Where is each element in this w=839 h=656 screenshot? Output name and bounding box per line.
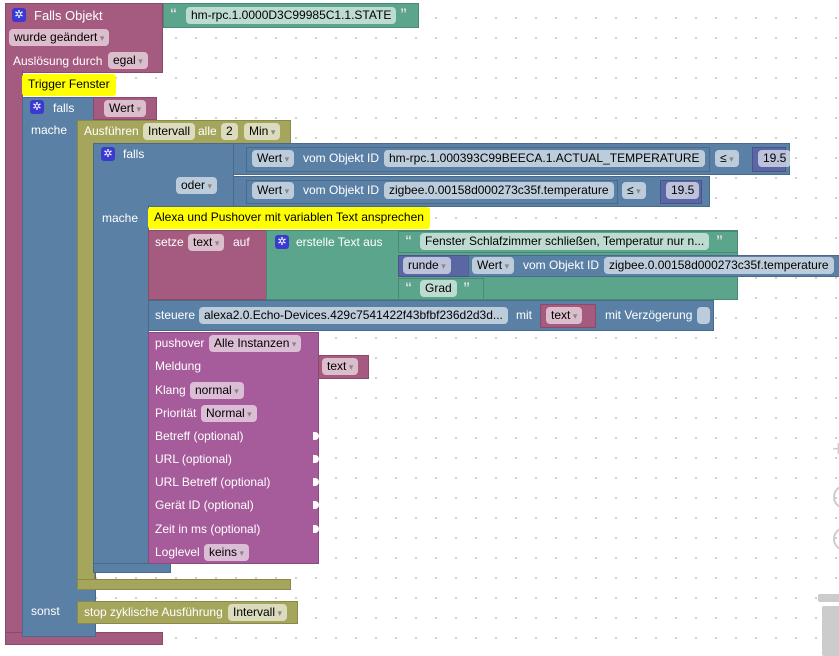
trash-icon[interactable]	[818, 594, 839, 656]
create-text-label: erstelle Text aus	[296, 235, 383, 249]
trigger-title: Falls Objekt	[34, 8, 103, 23]
pushover-label: pushover	[155, 336, 205, 350]
comment-alexa-pushover[interactable]: Alexa und Pushover mit variablen Text an…	[148, 207, 430, 229]
cond1-of: vom Objekt ID	[303, 151, 380, 165]
close-quote-icon: ”	[716, 232, 723, 248]
control-label: steuere	[155, 308, 196, 322]
cond1-object-id[interactable]: hm-rpc.1.000393C99BEECA.1.ACTUAL_TEMPERA…	[384, 150, 705, 167]
set-to: auf	[233, 235, 250, 249]
interval-every: alle	[198, 124, 217, 138]
gear-icon[interactable]: ✲	[275, 235, 289, 249]
gear-icon[interactable]: ✲	[12, 8, 26, 22]
open-quote-icon: “	[405, 232, 412, 248]
if1-else-label: sonst	[31, 604, 60, 618]
interval-label: Ausführen	[84, 124, 139, 138]
round-dropdown[interactable]: runde	[403, 257, 451, 274]
sound-label: Klang	[155, 383, 186, 397]
cond1-value[interactable]: 19.5	[758, 150, 792, 167]
message-label: Meldung	[155, 359, 202, 373]
set-var-dropdown[interactable]: text	[188, 234, 225, 251]
round-object-id[interactable]: zigbee.0.00158d000273c35f.temperature	[604, 257, 834, 274]
source-label: Auslösung durch	[13, 54, 103, 68]
gear-icon[interactable]: ✲	[101, 147, 115, 161]
subject-label: Betreff (optional)	[155, 429, 244, 443]
pushover-block[interactable]	[148, 332, 319, 564]
if2-label: falls	[123, 147, 145, 161]
zoom-reset-icon[interactable]	[833, 527, 839, 551]
interval-amount[interactable]: 2	[221, 123, 238, 140]
zoom-out-icon[interactable]	[833, 485, 839, 509]
open-quote-icon: “	[170, 5, 177, 21]
cond2-object-id[interactable]: zigbee.0.00158d000273c35f.temperature	[384, 182, 614, 199]
cond2-value[interactable]: 19.5	[666, 182, 700, 199]
pushover-instance-dropdown[interactable]: Alle Instanzen	[209, 335, 302, 352]
sound-dropdown[interactable]: normal	[190, 382, 244, 399]
text-string-2[interactable]: Grad	[420, 280, 457, 297]
trash-lid	[818, 594, 839, 602]
loglevel-label: Loglevel	[155, 545, 200, 559]
trigger-object-id[interactable]: hm-rpc.1.0000D3C99985C1.1.STATE	[186, 7, 397, 24]
cond1-prop-dropdown[interactable]: Wert	[252, 150, 295, 167]
if2-do-label: mache	[102, 211, 139, 225]
subject-input-socket[interactable]	[313, 432, 319, 440]
close-quote-icon: ”	[463, 279, 470, 295]
stop-name-dropdown[interactable]: Intervall	[228, 604, 288, 621]
if2-spine	[93, 205, 149, 573]
control-var-dropdown[interactable]: text	[546, 307, 583, 324]
trash-body	[822, 606, 839, 656]
trigger-block-spine	[5, 70, 23, 645]
source-dropdown[interactable]: egal	[108, 52, 148, 69]
if1-label: falls	[53, 101, 75, 115]
trigger-mode-dropdown[interactable]: wurde geändert	[9, 29, 110, 46]
ttl-label: Zeit in ms (optional)	[155, 522, 261, 536]
url-title-label: URL Betreff (optional)	[155, 475, 271, 489]
delay-checkbox[interactable]	[697, 307, 710, 324]
gear-icon[interactable]: ✲	[30, 100, 44, 114]
if-block-2[interactable]	[93, 143, 234, 207]
ttl-input-socket[interactable]	[313, 525, 319, 533]
message-var-dropdown[interactable]: text	[322, 358, 359, 375]
if1-do-label: mache	[31, 123, 68, 137]
text-string-1[interactable]: Fenster Schlafzimmer schließen, Temperat…	[420, 233, 710, 250]
interval-name[interactable]: Intervall	[143, 123, 196, 140]
open-quote-icon: “	[405, 279, 412, 295]
if2-bottom	[93, 563, 171, 573]
cond2-operator-dropdown[interactable]: ≤	[622, 182, 646, 199]
control-object-id[interactable]: alexa2.0.Echo-Devices.429c7541422f43bfbf…	[199, 307, 508, 324]
interval-unit-dropdown[interactable]: Min	[244, 123, 281, 140]
set-label: setze	[155, 235, 184, 249]
control-delay: mit Verzögerung	[605, 308, 693, 322]
round-prop-dropdown[interactable]: Wert	[472, 257, 515, 274]
stop-label: stop zyklische Ausführung	[84, 605, 223, 619]
url-input-socket[interactable]	[313, 455, 319, 463]
control-with: mit	[516, 308, 532, 322]
or-dropdown[interactable]: oder	[176, 177, 218, 194]
device-input-socket[interactable]	[313, 501, 319, 509]
loglevel-dropdown[interactable]: keins	[204, 544, 250, 561]
cond2-prop-dropdown[interactable]: Wert	[252, 182, 295, 199]
priority-label: Priorität	[155, 406, 197, 420]
value-dropdown[interactable]: Wert	[104, 100, 147, 117]
round-of: vom Objekt ID	[523, 258, 600, 272]
comment-trigger-fenster[interactable]: Trigger Fenster	[22, 74, 116, 96]
interval-bottom	[77, 579, 291, 590]
cond2-of: vom Objekt ID	[303, 183, 380, 197]
priority-dropdown[interactable]: Normal	[201, 405, 257, 422]
device-label: Gerät ID (optional)	[155, 498, 254, 512]
close-quote-icon: ”	[400, 5, 407, 21]
url-title-input-socket[interactable]	[313, 478, 319, 486]
url-label: URL (optional)	[155, 452, 232, 466]
zoom-in-icon[interactable]: +	[832, 436, 839, 461]
cond1-operator-dropdown[interactable]: ≤	[715, 150, 739, 167]
